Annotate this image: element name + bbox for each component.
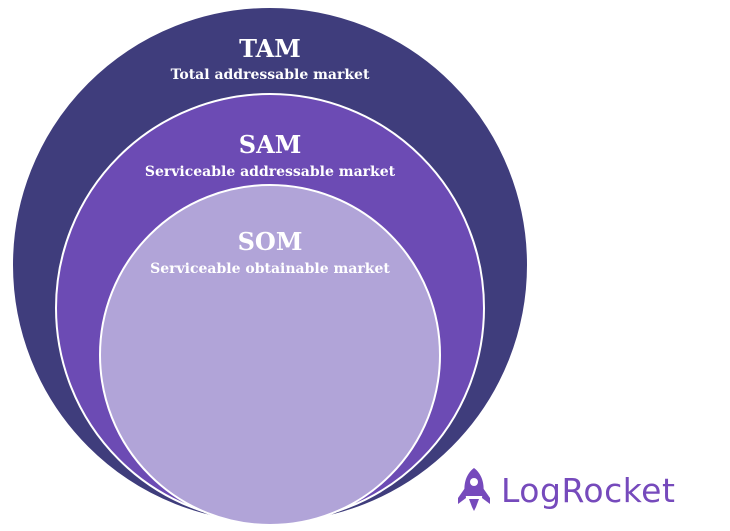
- som-title: SOM: [238, 227, 303, 256]
- sam-subtitle: Serviceable addressable market: [145, 164, 396, 180]
- tam-title: TAM: [239, 34, 301, 63]
- rocket-icon: [458, 468, 490, 511]
- logo-wordmark: LogRocket: [501, 470, 676, 510]
- sam-title: SAM: [239, 130, 302, 159]
- som-circle: [99, 184, 441, 526]
- tam-subtitle: Total addressable market: [171, 67, 370, 83]
- som-subtitle: Serviceable obtainable market: [150, 261, 390, 277]
- logrocket-logo: LogRocket: [455, 462, 705, 518]
